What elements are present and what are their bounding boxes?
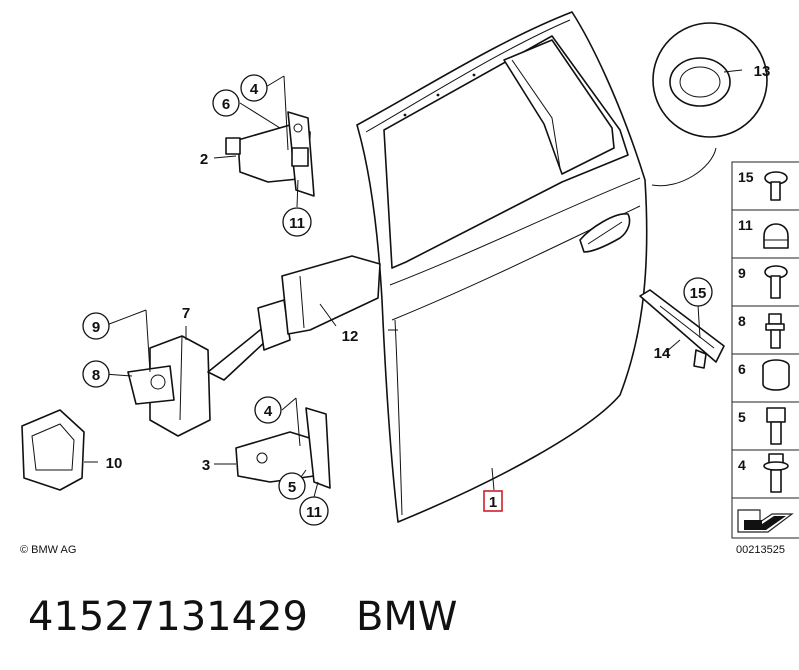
callout-6: 6 (222, 96, 230, 113)
callout-circle-8 (82, 360, 110, 388)
seal-illustration (21, 409, 85, 491)
diagram-reference-number: 00213525 (736, 544, 785, 556)
parts-diagram: 4 6 2 11 7 9 8 10 12 4 3 5 11 14 15 13 1… (20, 11, 799, 556)
legend-label-4: 4 (738, 457, 746, 473)
nut-6-icon (762, 359, 790, 391)
callout-circle-4-top (240, 74, 268, 102)
callout-circle-11-top (282, 207, 312, 237)
callout-4-bottom: 4 (264, 403, 273, 420)
callout-4-top: 4 (250, 81, 259, 98)
callout-circle-4-bottom (254, 396, 282, 424)
bolt-5-icon (766, 407, 786, 445)
callout-1: 1 (489, 494, 497, 511)
callout-circle-11-bottom (299, 496, 329, 526)
legend-label-9: 9 (738, 265, 746, 281)
upper-hinge-illustration (225, 111, 315, 197)
legend-label-11: 11 (738, 217, 753, 233)
callout-2: 2 (200, 151, 208, 168)
callout-9: 9 (92, 319, 100, 336)
callout-14: 14 (654, 345, 671, 362)
bolt-8-icon (765, 313, 785, 349)
callout-labels: 4 6 2 11 7 9 8 10 12 4 3 5 11 14 15 13 1 (82, 63, 771, 526)
callout-7: 7 (182, 305, 190, 322)
screw-15-icon (764, 171, 788, 201)
detail-magnifier (651, 22, 768, 187)
cap-nut-11-icon (763, 223, 789, 249)
bracket-illustration (639, 289, 725, 369)
door-stop-illustration (127, 255, 381, 437)
callout-circle-15 (683, 277, 713, 307)
callout-circle-5 (278, 472, 306, 500)
brand-name: BMW (355, 594, 458, 640)
legend-label-8: 8 (738, 313, 746, 329)
part-number: 41527131429 (28, 594, 308, 640)
legend-tile-4 (731, 449, 799, 499)
highlight-box (483, 490, 503, 512)
callout-3: 3 (202, 457, 210, 474)
legend-label-6: 6 (738, 361, 746, 377)
legend-tile-5 (731, 401, 799, 451)
lower-hinge-illustration (235, 407, 331, 489)
callout-11-bottom: 11 (306, 504, 322, 521)
callout-circle-9 (82, 312, 110, 340)
callout-12: 12 (342, 328, 359, 345)
callout-circle-6 (212, 89, 240, 117)
callout-10: 10 (106, 455, 123, 472)
copyright-text: © BMW AG (20, 544, 76, 556)
legend-label-15: 15 (738, 169, 754, 185)
legend-label-5: 5 (738, 409, 746, 425)
flange-bolt-4-icon (763, 453, 789, 493)
callout-8: 8 (92, 367, 100, 384)
part-caption: 41527131429 BMW (28, 582, 788, 652)
legend-tile-15 (731, 161, 799, 211)
leader-lines (84, 69, 743, 498)
callout-15: 15 (690, 285, 707, 302)
direction-arrow-icon (737, 509, 794, 533)
callout-13: 13 (754, 63, 771, 80)
fastener-legend: 15 11 9 8 6 5 (731, 161, 799, 539)
callout-11-top: 11 (289, 215, 305, 232)
screw-9-icon (764, 265, 788, 299)
rear-door-illustration (356, 11, 648, 523)
legend-tile-9 (731, 257, 799, 307)
callout-5: 5 (288, 479, 296, 496)
